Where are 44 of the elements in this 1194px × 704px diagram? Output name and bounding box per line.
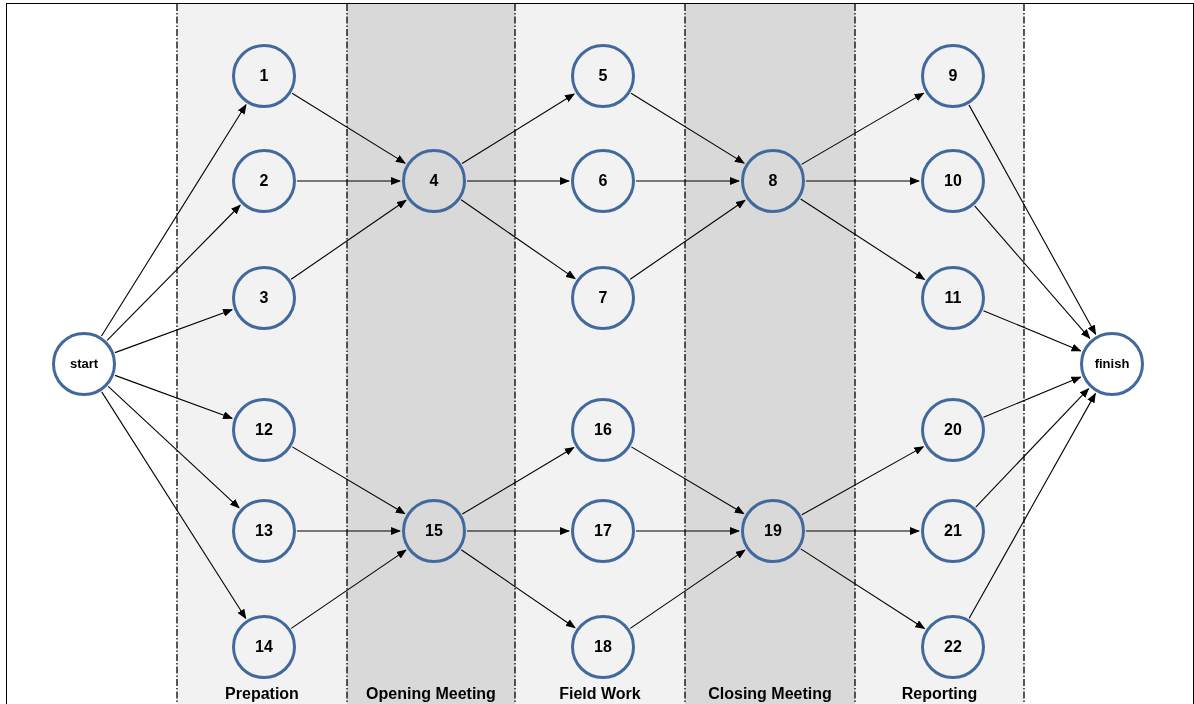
arrow (291, 92, 406, 164)
arrow (800, 548, 926, 630)
arrow (101, 391, 247, 620)
arrow (114, 309, 233, 354)
phase-label: Reporting (900, 684, 979, 704)
arrow (460, 199, 576, 280)
phase-band (685, 4, 855, 704)
phase-label: Field Work (558, 684, 642, 704)
phase-band (515, 4, 685, 704)
arrow (630, 92, 745, 164)
phase-label: Prepation (224, 684, 300, 704)
arrow (461, 93, 575, 165)
arrow (635, 527, 740, 535)
arrow (296, 177, 401, 185)
arrow (290, 199, 407, 280)
arrow (982, 376, 1082, 418)
arrow (461, 446, 575, 515)
arrow (466, 177, 570, 185)
phase-band (177, 4, 347, 704)
phase-band (347, 4, 515, 704)
arrow (466, 527, 570, 535)
arrow (106, 204, 241, 342)
phase-label: Closing Meeting (707, 684, 833, 704)
arrow (800, 198, 926, 281)
phase-band (855, 4, 1024, 704)
arrow (107, 385, 240, 509)
arrow (296, 527, 401, 535)
arrow (982, 310, 1082, 352)
arrow (100, 104, 247, 337)
arrow (800, 92, 925, 165)
arrow (975, 387, 1090, 508)
arrow (635, 177, 740, 185)
phase-label: Opening Meeting (365, 684, 497, 704)
arrow (460, 549, 576, 629)
arrow (629, 549, 746, 629)
arrow (801, 446, 925, 516)
arrow (630, 446, 745, 515)
arrow (291, 446, 406, 515)
arrow (805, 527, 920, 535)
arrow (114, 374, 233, 419)
arrow (629, 199, 746, 280)
arrow (290, 549, 407, 629)
arrow (805, 177, 920, 185)
arrow (974, 205, 1091, 340)
